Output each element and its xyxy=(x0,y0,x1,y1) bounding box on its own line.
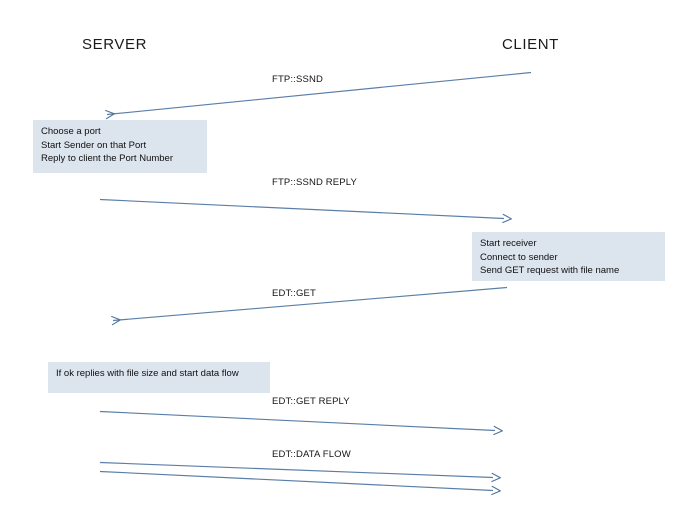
note-server-file-size: If ok replies with file size and start d… xyxy=(48,362,270,393)
lifeline-label-server: SERVER xyxy=(82,36,148,53)
arrow-edt-get-reply xyxy=(99,410,503,436)
message-label-ftp-ssnd: FTP::SSND xyxy=(272,74,323,85)
arrow-ftp-ssnd-reply xyxy=(99,198,512,224)
note-line: Start receiver xyxy=(480,238,537,249)
message-label-edt-data-flow: EDT::DATA FLOW xyxy=(272,449,351,460)
note-line: Send GET request with file name xyxy=(480,265,620,276)
note-line: Connect to sender xyxy=(480,251,558,263)
note-line: Reply to client the Port Number xyxy=(41,153,174,164)
note-line: Choose a port xyxy=(41,126,101,137)
message-label-edt-get-reply: EDT::GET REPLY xyxy=(272,396,350,407)
message-label-edt-get: EDT::GET xyxy=(272,288,316,299)
lifeline-label-client: CLIENT xyxy=(502,36,559,53)
note-server-choose-port: Choose a port Start Sender on that Port … xyxy=(33,120,207,173)
note-line: Start Sender on that Port xyxy=(41,139,147,151)
message-label-ftp-ssnd-reply: FTP::SSND REPLY xyxy=(272,177,357,188)
note-client-start-receiver: Start receiver Connect to sender Send GE… xyxy=(472,232,665,281)
arrow-edt-data-flow xyxy=(99,461,501,496)
note-line: If ok replies with file size and start d… xyxy=(56,368,239,379)
